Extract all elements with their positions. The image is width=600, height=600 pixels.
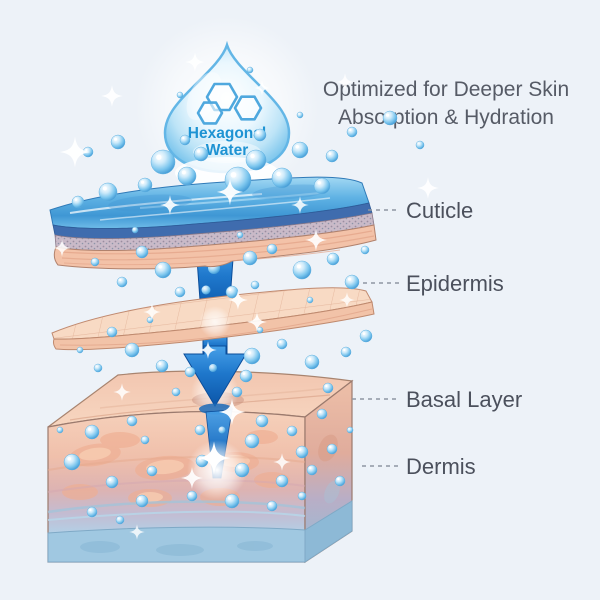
sparkles-decoration xyxy=(53,52,439,540)
epidermis-entry-glow xyxy=(199,306,231,338)
hexagon-cluster-icon xyxy=(196,82,263,125)
headline-line-1: Optimized for Deeper Skin xyxy=(323,78,569,101)
headline-line-2: Absorption & Hydration xyxy=(338,106,554,129)
dermis-label: Dermis xyxy=(406,454,476,479)
basal-layer-label: Basal Layer xyxy=(406,387,522,412)
bubbles-decoration xyxy=(56,66,425,525)
droplet-shine xyxy=(193,141,261,163)
epidermis-label: Epidermis xyxy=(406,271,504,296)
cuticle-label: Cuticle xyxy=(406,198,473,223)
absorption-arrow-lower xyxy=(183,345,247,500)
layer-callouts xyxy=(352,209,399,467)
layer-label-texts: Cuticle Epidermis Basal Layer Dermis xyxy=(406,198,522,479)
droplet-label-line-1: Hexagonal xyxy=(188,125,266,142)
droplet-label-line-2: Water xyxy=(206,142,249,159)
